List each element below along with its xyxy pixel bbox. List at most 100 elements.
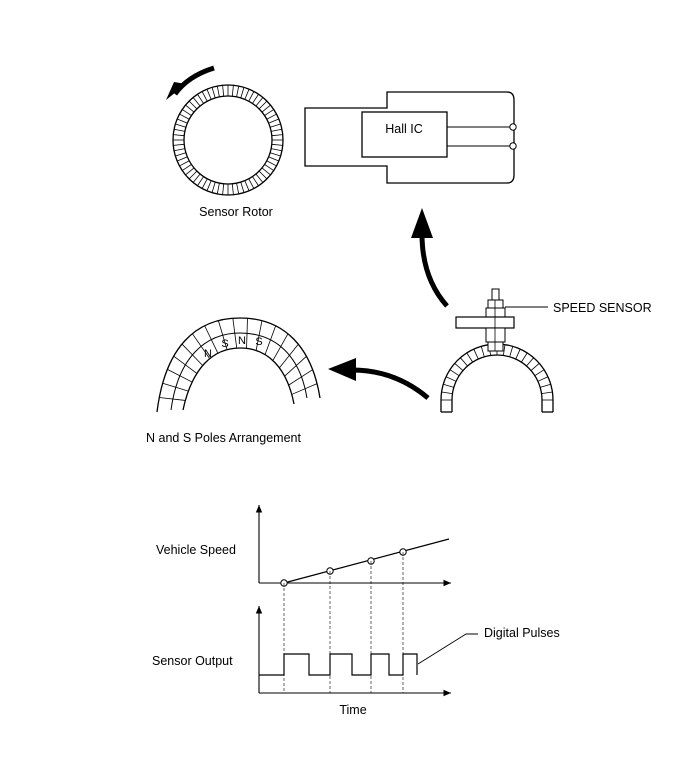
rotor-segment-line [188, 100, 198, 110]
vehicle-speed-graph [255, 505, 451, 587]
rotor-segment-line [231, 183, 234, 195]
partial-rotor-segment-line [443, 383, 454, 388]
pole-arch-segment-line [288, 369, 313, 386]
timing-guides [283, 552, 404, 693]
rotor-segment-lines [173, 85, 283, 195]
pole-arch-segment-line [284, 356, 307, 377]
rotation-arrow-head [166, 82, 186, 100]
rotor-segment-line [182, 164, 192, 171]
rotor-segment-line [206, 89, 212, 100]
partial-rotor-segment-line [466, 352, 474, 363]
rotor-segment-line [197, 94, 204, 104]
digital-pulses-leader [417, 633, 478, 665]
rotor-segment-line [266, 113, 277, 120]
rotor-segment-line [264, 164, 274, 171]
leftward-arrow-head [328, 358, 356, 381]
pole-arch-segments [159, 318, 318, 401]
terminal-bottom [509, 142, 517, 150]
rotor-segment-line [222, 85, 225, 97]
hall-ic-box [361, 111, 448, 158]
rotor-segment-line [177, 156, 188, 162]
rotor-segment-line [236, 183, 240, 195]
rotor-segment-line [173, 148, 185, 152]
partial-rotor-segment-line [449, 369, 460, 377]
pole-label-2: S [221, 338, 228, 350]
upward-arrow-shaft [419, 233, 449, 308]
partial-rotor-segment-line [541, 391, 553, 394]
rotor-segment-line [201, 91, 208, 102]
partial-rotor-segment-line [503, 344, 506, 356]
rotor-segment-line [258, 170, 268, 180]
partial-rotor-segments [441, 344, 553, 401]
pole-arch-segment-line [217, 320, 228, 350]
pole-arch-segment-line [192, 333, 211, 359]
rotor-segment-line [244, 89, 250, 100]
rotor-segment-line [206, 180, 212, 191]
partial-rotor-segment-line [454, 363, 464, 371]
rotation-arrow-shaft [172, 65, 215, 96]
partial-rotor-segment-line [537, 376, 549, 382]
rotor-segment-line [175, 152, 187, 157]
rotor-segment-line [179, 160, 190, 167]
pole-arch-segment-line [181, 343, 203, 366]
rotor-segment-line [236, 85, 240, 97]
partial-rotor-segment-line [509, 346, 514, 357]
rotor-segment-line [197, 176, 204, 186]
pole-arch-segment-line [291, 383, 318, 395]
rotor-segment-line [271, 134, 283, 137]
partial-rotor-segment-line [480, 346, 485, 357]
sensor-rotor-label: Sensor Rotor [199, 205, 273, 219]
sensor-mounting-flange [455, 316, 515, 329]
pole-arch-segment-line [246, 318, 248, 349]
pole-label-4: S [255, 336, 262, 348]
sensor-body-lower [487, 341, 504, 352]
rotor-segment-line [173, 134, 185, 137]
pole-arch-segment-line [279, 343, 299, 369]
rotor-segment-line [231, 85, 234, 97]
vehicle-speed-label: Vehicle Speed [156, 543, 236, 557]
terminal-top [509, 123, 517, 131]
rotor-segment-line [268, 156, 279, 162]
rotor-segment-line [173, 143, 185, 146]
rotor-segment-line [271, 143, 283, 146]
rotor-segment-line [255, 97, 264, 107]
rotor-segment-line [211, 87, 216, 99]
rotor-segment-line [182, 109, 192, 116]
partial-rotor-segment-line [441, 391, 453, 394]
sensor-housing [304, 91, 515, 184]
rotor-segment-line [255, 173, 264, 183]
rotor-segment-line [222, 183, 225, 195]
sensor-rotor [172, 84, 284, 196]
pole-arch-inner [182, 347, 295, 411]
poles-arrangement-label: N and S Poles Arrangement [146, 431, 301, 445]
pole-label-3: N [238, 335, 246, 347]
rotor-segment-line [185, 167, 195, 176]
pole-arch-segment-line [272, 333, 289, 361]
speed-sensor-assembly: SPEED SENSOR [440, 288, 652, 413]
pole-arch: N S N S [156, 317, 321, 413]
rotor-segment-line [261, 104, 271, 113]
rotor-segment-line [173, 128, 185, 132]
rotor-segment-line [175, 123, 187, 128]
pole-label-1: N [204, 348, 212, 360]
pole-arch-segment-line [159, 397, 186, 401]
rotor-segment-line [271, 128, 283, 132]
rotor-segment-line [264, 109, 274, 116]
sensor-nut-lower [485, 307, 506, 318]
upward-arrow-head [411, 208, 433, 238]
rotor-segment-line [201, 178, 208, 189]
rotor-segment-line [211, 181, 216, 193]
rotor-segment-line [179, 113, 190, 120]
partial-rotor-segment-line [540, 383, 551, 388]
sensor-tip-top [491, 288, 500, 301]
rotor-segment-line [216, 183, 220, 195]
rotor-segment-line [269, 123, 281, 128]
partial-rotor-segment-line [515, 348, 521, 360]
partial-rotor-segment-line [460, 357, 468, 367]
partial-rotor-segment-line [520, 352, 528, 363]
rotor-segment-line [185, 104, 195, 113]
rotor-segment-line [258, 100, 268, 110]
pole-arch-segment-line [255, 320, 263, 351]
